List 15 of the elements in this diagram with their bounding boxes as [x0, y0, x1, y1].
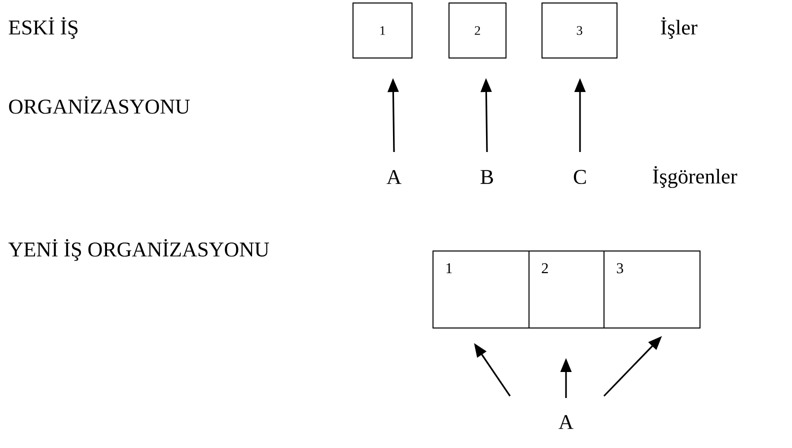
job-box: 3: [542, 2, 618, 58]
heading-text: YENİ İŞ ORGANİZASYONU: [8, 239, 270, 261]
worker-letter: C: [574, 170, 586, 184]
job-cell: 2: [528, 250, 604, 328]
heading-text: ORGANİZASYONU: [9, 96, 190, 114]
job-cell: 1: [432, 250, 530, 328]
worker-letter: A: [386, 170, 402, 184]
job-cell: 3: [604, 250, 700, 328]
heading-text: İşler: [660, 17, 698, 39]
job-box: 2: [448, 2, 506, 58]
job-box: 1: [352, 2, 412, 58]
heading-text: ESKİ İŞ: [8, 17, 78, 39]
worker-letter: A: [558, 415, 574, 429]
worker-letter: B: [480, 170, 493, 184]
heading-text: İşgörenler: [652, 166, 738, 188]
